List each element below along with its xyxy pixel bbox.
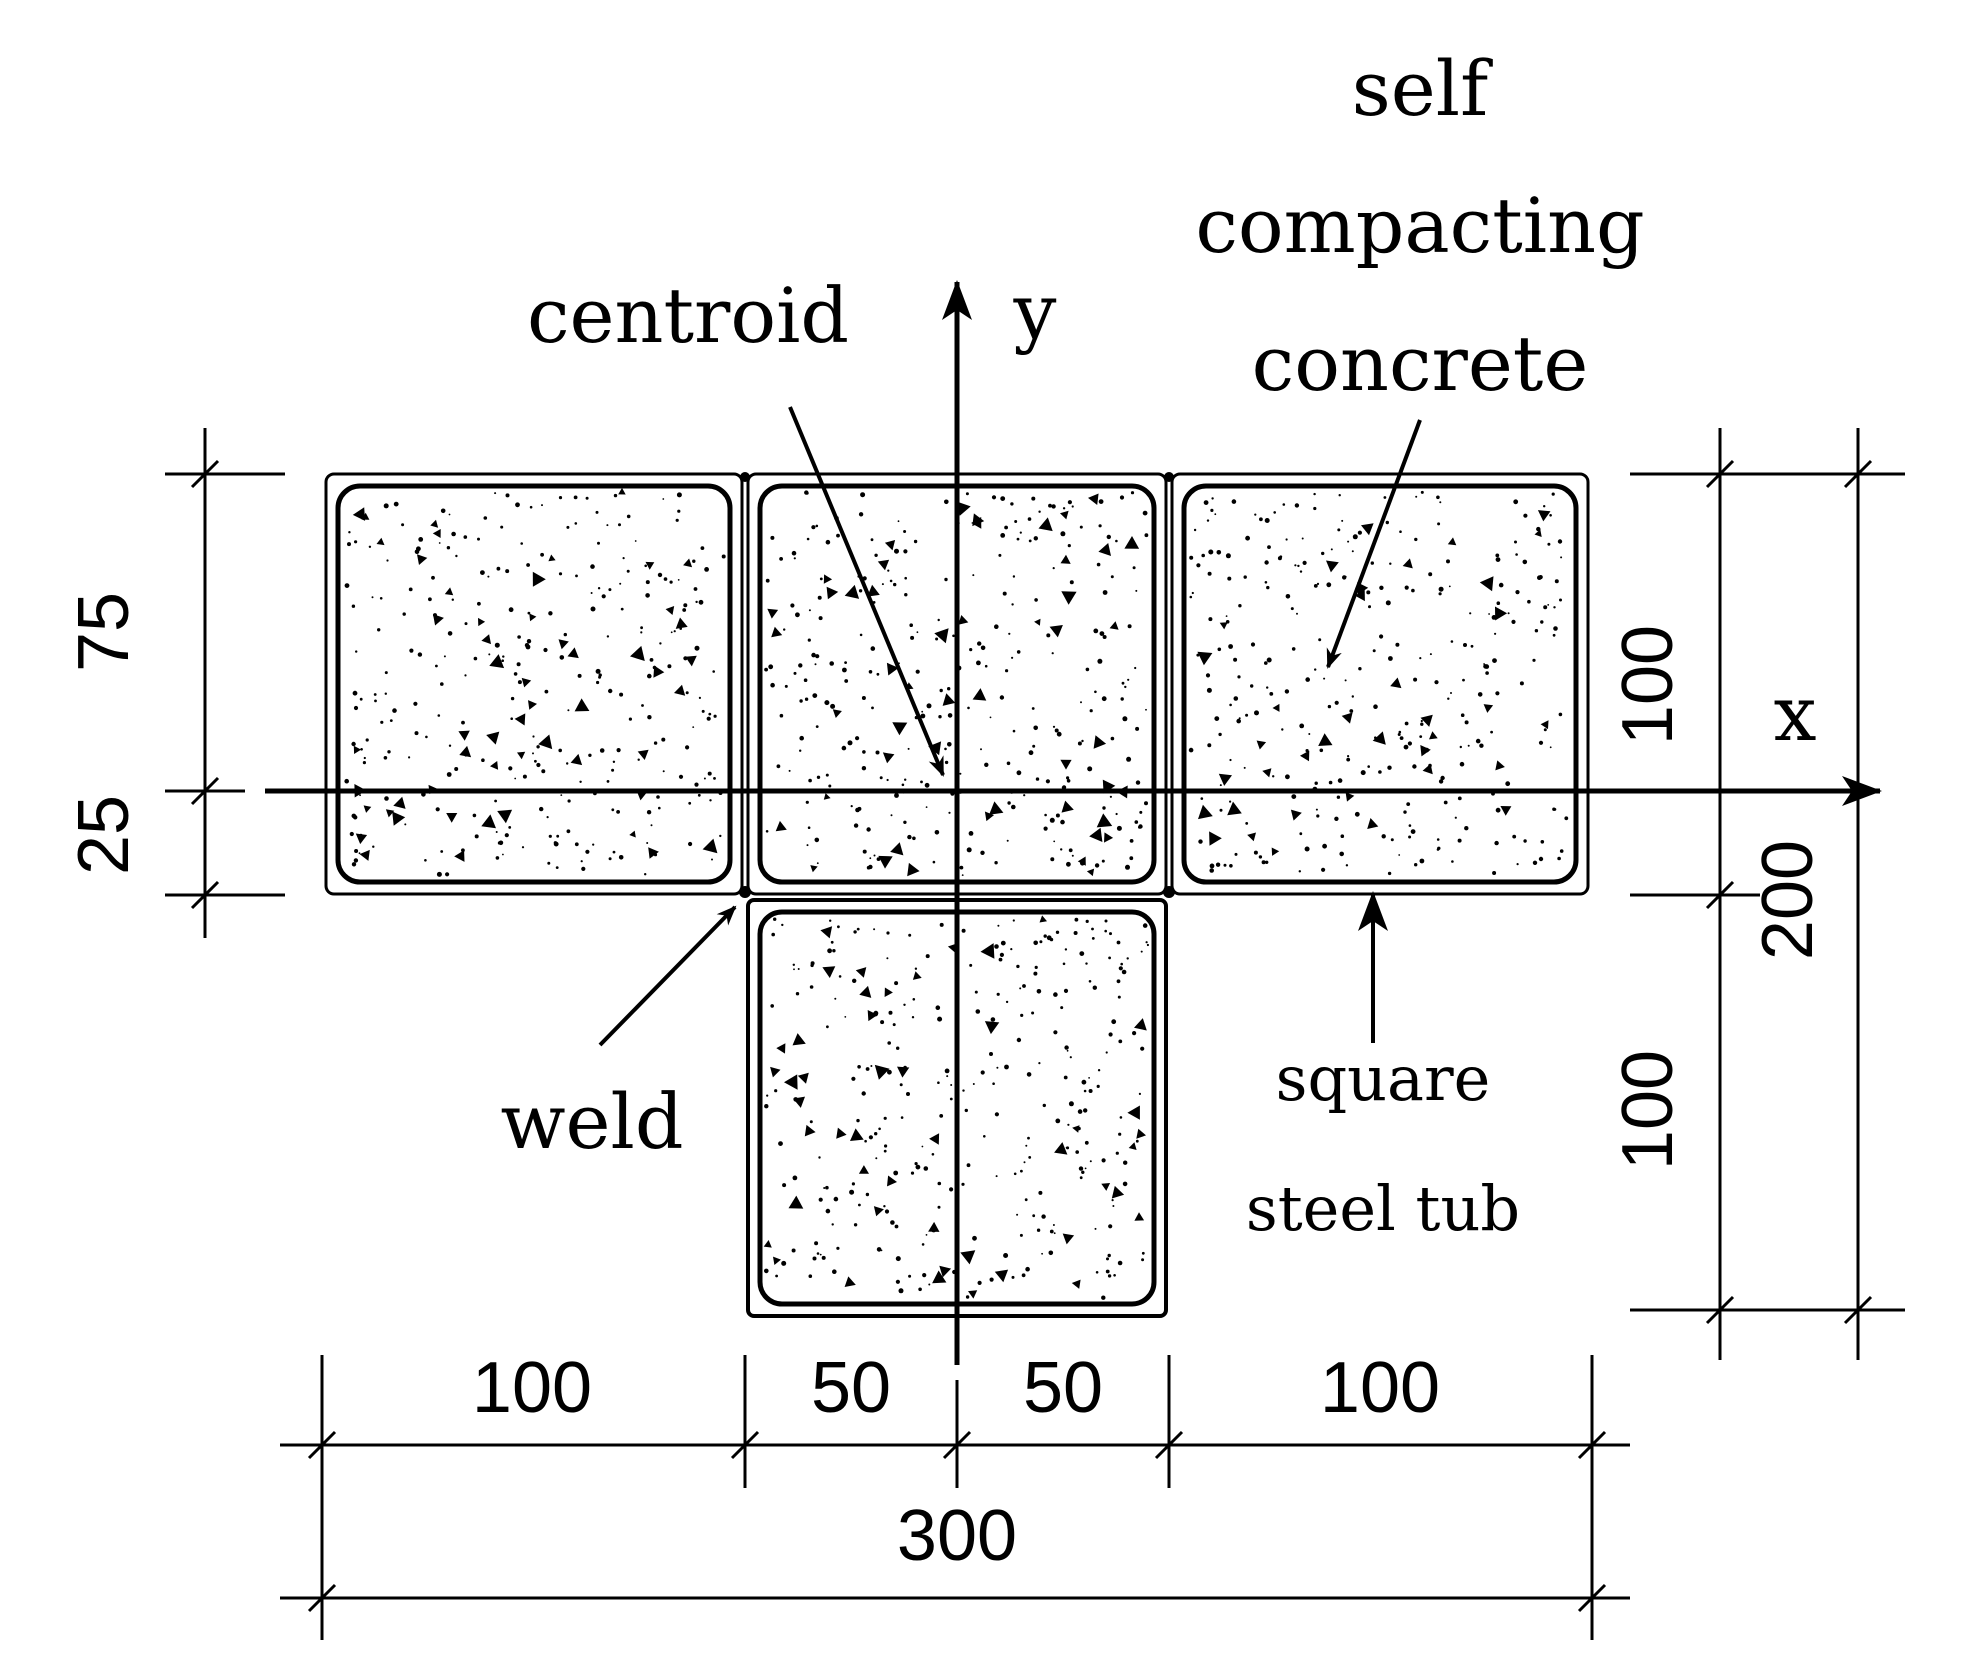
axes [265, 280, 1882, 1365]
dim-left-bottom: 25 [64, 795, 144, 875]
concrete-label-line3: concrete [1252, 319, 1589, 408]
dim-bottom-a: 100 [472, 1348, 592, 1428]
annotations: self compacting concrete centroid y x we… [501, 44, 1817, 1245]
concrete-fill [344, 487, 1569, 1300]
concrete-label-line2: compacting [1195, 181, 1644, 270]
dim-left-top: 75 [64, 592, 144, 672]
weld-dot [740, 472, 750, 482]
y-axis-label: y [1013, 267, 1057, 356]
centroid-label: centroid [527, 271, 849, 360]
weld-label: weld [501, 1077, 684, 1166]
dim-right-inner-top: 100 [1608, 625, 1688, 745]
dim-bottom-d: 100 [1320, 1348, 1440, 1428]
dim-bottom-c: 50 [1023, 1348, 1103, 1428]
concrete-label-line1: self [1352, 44, 1493, 133]
dim-bottom-b: 50 [811, 1348, 891, 1428]
dim-right-inner-bottom: 100 [1608, 1050, 1688, 1170]
leaders [598, 406, 1422, 1047]
concrete-leader [1326, 419, 1422, 669]
tube-label-line2: steel tub [1246, 1172, 1520, 1245]
tube-top-right [1170, 472, 1590, 896]
tube-top-left [324, 472, 744, 896]
weld-points [739, 472, 1175, 898]
weld-dot [739, 886, 751, 898]
dimension-lines [165, 428, 1905, 1640]
centroid-leader [788, 406, 945, 777]
dim-bottom-total: 300 [897, 1496, 1017, 1576]
tube-label-line1: square [1276, 1042, 1491, 1115]
weld-dot [1163, 886, 1175, 898]
dimension-values: 75 25 100 100 200 100 50 50 100 300 [64, 592, 1828, 1576]
weld-leader [598, 905, 737, 1047]
weld-dot [1164, 472, 1174, 482]
x-axis-label: x [1774, 669, 1817, 758]
dim-right-outer: 200 [1748, 840, 1828, 960]
